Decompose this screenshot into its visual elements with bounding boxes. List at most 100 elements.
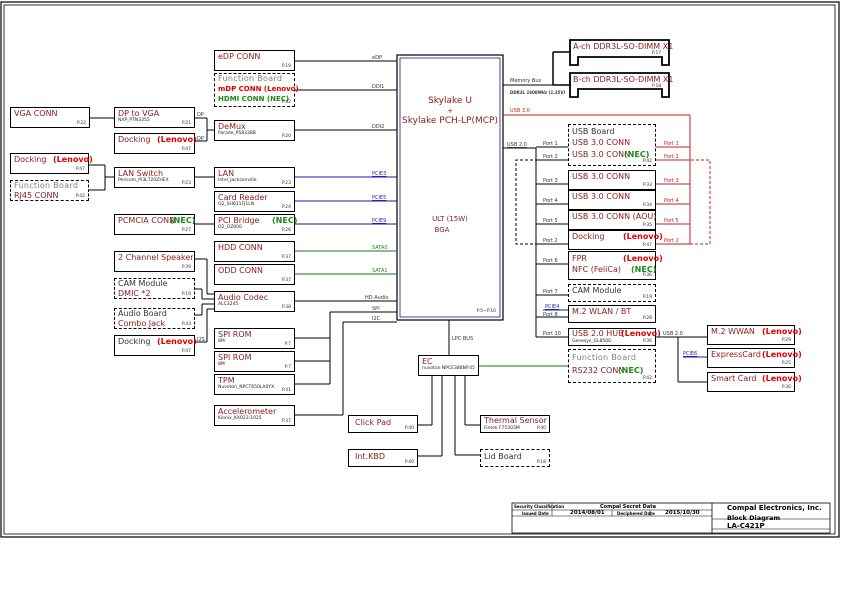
vga-conn-title: VGA CONN [14,109,58,118]
signal-pcie9: PCIE9 [372,218,387,224]
wwan-title: M.2 WWAN [711,327,755,336]
function-board-rs232-title: Function Board [572,353,637,362]
docking-1-page: P.47 [75,167,85,172]
function-board-rj45-block: Function Board RJ45 CONN P.42 [10,180,89,201]
function-board-rj45-page: P.42 [75,194,85,199]
usb-board-conn-2: USB 3.0 CONN [572,150,631,159]
cpu-tdp: ULT (15W) [432,215,468,223]
usb3-aou-title: USB 3.0 CONN (AOU) [572,212,657,221]
ec-part: nuvoton NPCE388N [422,366,466,371]
lan-switch-title: LAN Switch [118,169,164,178]
signal-pcie5: PCIE5 [372,195,387,201]
signal-pcie3: PCIE3 [372,171,387,177]
cpu-pch: Skylake PCH-LP(MCP) [402,116,498,126]
audio-board-title: Audio Board [118,309,167,318]
lan-part: Intel_Jacksonville [218,178,257,183]
pcmcia-page: P.27 [181,228,191,233]
spi-rom-2-page: P.7 [284,365,291,370]
audio-codec-page: P.38 [281,305,291,310]
signal-ddi2: DDI2 [372,124,385,130]
cam-dmic-page: P.19 [181,292,191,297]
spi-rom-block-2: SPI ROM 8M P.7 [214,351,295,372]
odd-conn-block: ODD CONN P.37 [214,264,295,285]
docking-usb-tag: (Lenovo) [623,232,663,241]
pcmcia-conn-block: PCMCIA CONN (NEC) P.27 [114,214,195,235]
port-label-left: Port 6 [543,258,558,264]
pci-bridge-block: PCI Bridge (NEC) O2_OZ600 P.26 [214,214,297,235]
accelerometer-part: Kionix_KX023-1025 [218,416,262,421]
hdd-conn-title: HDD CONN [218,243,263,252]
ec-page: P.45 [465,366,475,371]
signal-pcie4: PCIE4 [545,304,560,310]
tpm-block: TPM Nuvoton_NPCT650LA0YX P.41 [214,374,295,395]
issued-label: Issued Date [522,511,549,516]
docking-block-3: Docking (Lenovo) P.47 [114,335,197,356]
signal-edp: eDP [372,55,382,61]
speaker-page: P.39 [181,265,191,270]
int-kbd-block: Int.KBD P.40 [348,449,418,467]
dimm-a-title: A-ch DDR3L-SO-DIMM X1 [573,42,674,51]
rs232-conn-label: RS232 CONN [572,366,625,375]
port-label-left: Port 8 [543,312,558,318]
docking-block-2: Docking (Lenovo) P.47 [114,133,197,154]
cam-dmic-title: CAM Module [118,279,168,288]
security-label: Security Classification [514,504,565,509]
port-label-left: Port 5 [543,218,558,224]
signal-sata1: SATA1 [372,268,388,274]
spi-rom-2-size: 8M [218,362,225,367]
cam-module-block: CAM Module P.19 [568,284,656,302]
pcmcia-title: PCMCIA CONN [118,216,176,225]
speaker-block: 2 Channel Speaker P.39 [114,251,195,272]
docking-2-tag: (Lenovo) [157,135,197,144]
wlan-page: P.28 [642,316,652,321]
card-reader-title: Card Reader [218,193,268,202]
vga-conn-page: P.22 [76,121,86,126]
usb3-port4-page: P.34 [642,203,652,208]
dp-to-vga-title: DP to VGA [118,109,160,118]
odd-conn-title: ODD CONN [218,266,264,275]
rj45-conn-label: RJ45 CONN [14,191,59,200]
signal-lpc-bus: LPC BUS [452,336,474,342]
thermal-sensor-page: P.40 [536,426,546,431]
signal-usb20: USB 2.0 [507,142,527,148]
accelerometer-block: Accelerometer Kionix_KX023-1025 P.37 [214,405,295,426]
lan-switch-page: P.23 [181,181,191,186]
pci-bridge-part: O2_OZ600 [218,225,242,230]
port-label-left: Port 4 [543,198,558,204]
issued-value: 2014/08/01 [570,510,605,516]
usb3-port3-title: USB 3.0 CONN [572,172,631,181]
security-value: Compal Secret Data [600,504,656,510]
lid-board-block: Lid Board P.18 [480,449,550,467]
usb-hub-title: USB 2.0 HUB [572,329,624,338]
function-board-display-block: Function Board mDP CONN (Lenovo) HDMI CO… [214,73,299,107]
tpm-title: TPM [218,376,235,385]
card-reader-block: Card Reader O2_SH611FJ1LN P.24 [214,191,295,212]
edp-conn-title: eDP CONN [218,52,261,61]
wlan-title: M.2 WLAN / BT [572,307,632,316]
wwan-page: P.29 [781,338,791,343]
audio-codec-title: Audio Codec [218,293,269,302]
usb3-port4-block: USB 3.0 CONN P.34 [568,190,656,210]
docking-1-title: Docking [14,155,47,164]
edp-conn-page: P.19 [281,64,291,69]
port-label-left: Port 3 [543,178,558,184]
usb-board-title: USB Board [572,127,615,136]
port-label-left: Port 2 [543,238,558,244]
lan-page: P.23 [281,181,291,186]
cpu-plus: + [447,107,453,115]
usb-hub-block: USB 2.0 HUB (Lenovo) Genesys_GL850G P.36 [568,328,661,346]
demux-block: DeMux Parade_PS8338B P.20 [214,120,295,141]
usb3-port3-block: USB 3.0 CONN P.33 [568,170,656,190]
cam-module-page: P.19 [642,295,652,300]
dp-to-vga-page: P.21 [181,121,191,126]
edp-conn-block: eDP CONN P.19 [214,50,295,71]
port-label-right: Port 1 [664,141,679,147]
demux-title: DeMux [218,122,246,131]
cam-dmic-block: CAM Module DMIC *2 P.19 [114,278,195,299]
dimm-b-page: P.18 [652,84,662,89]
card-reader-part: O2_SH611FJ1LN [218,202,255,207]
docking-1-tag: (Lenovo) [53,155,93,164]
signal-dp-2: DP [197,136,204,142]
accelerometer-title: Accelerometer [218,407,277,416]
usb-board-conn-1: USB 3.0 CONN [572,138,631,147]
